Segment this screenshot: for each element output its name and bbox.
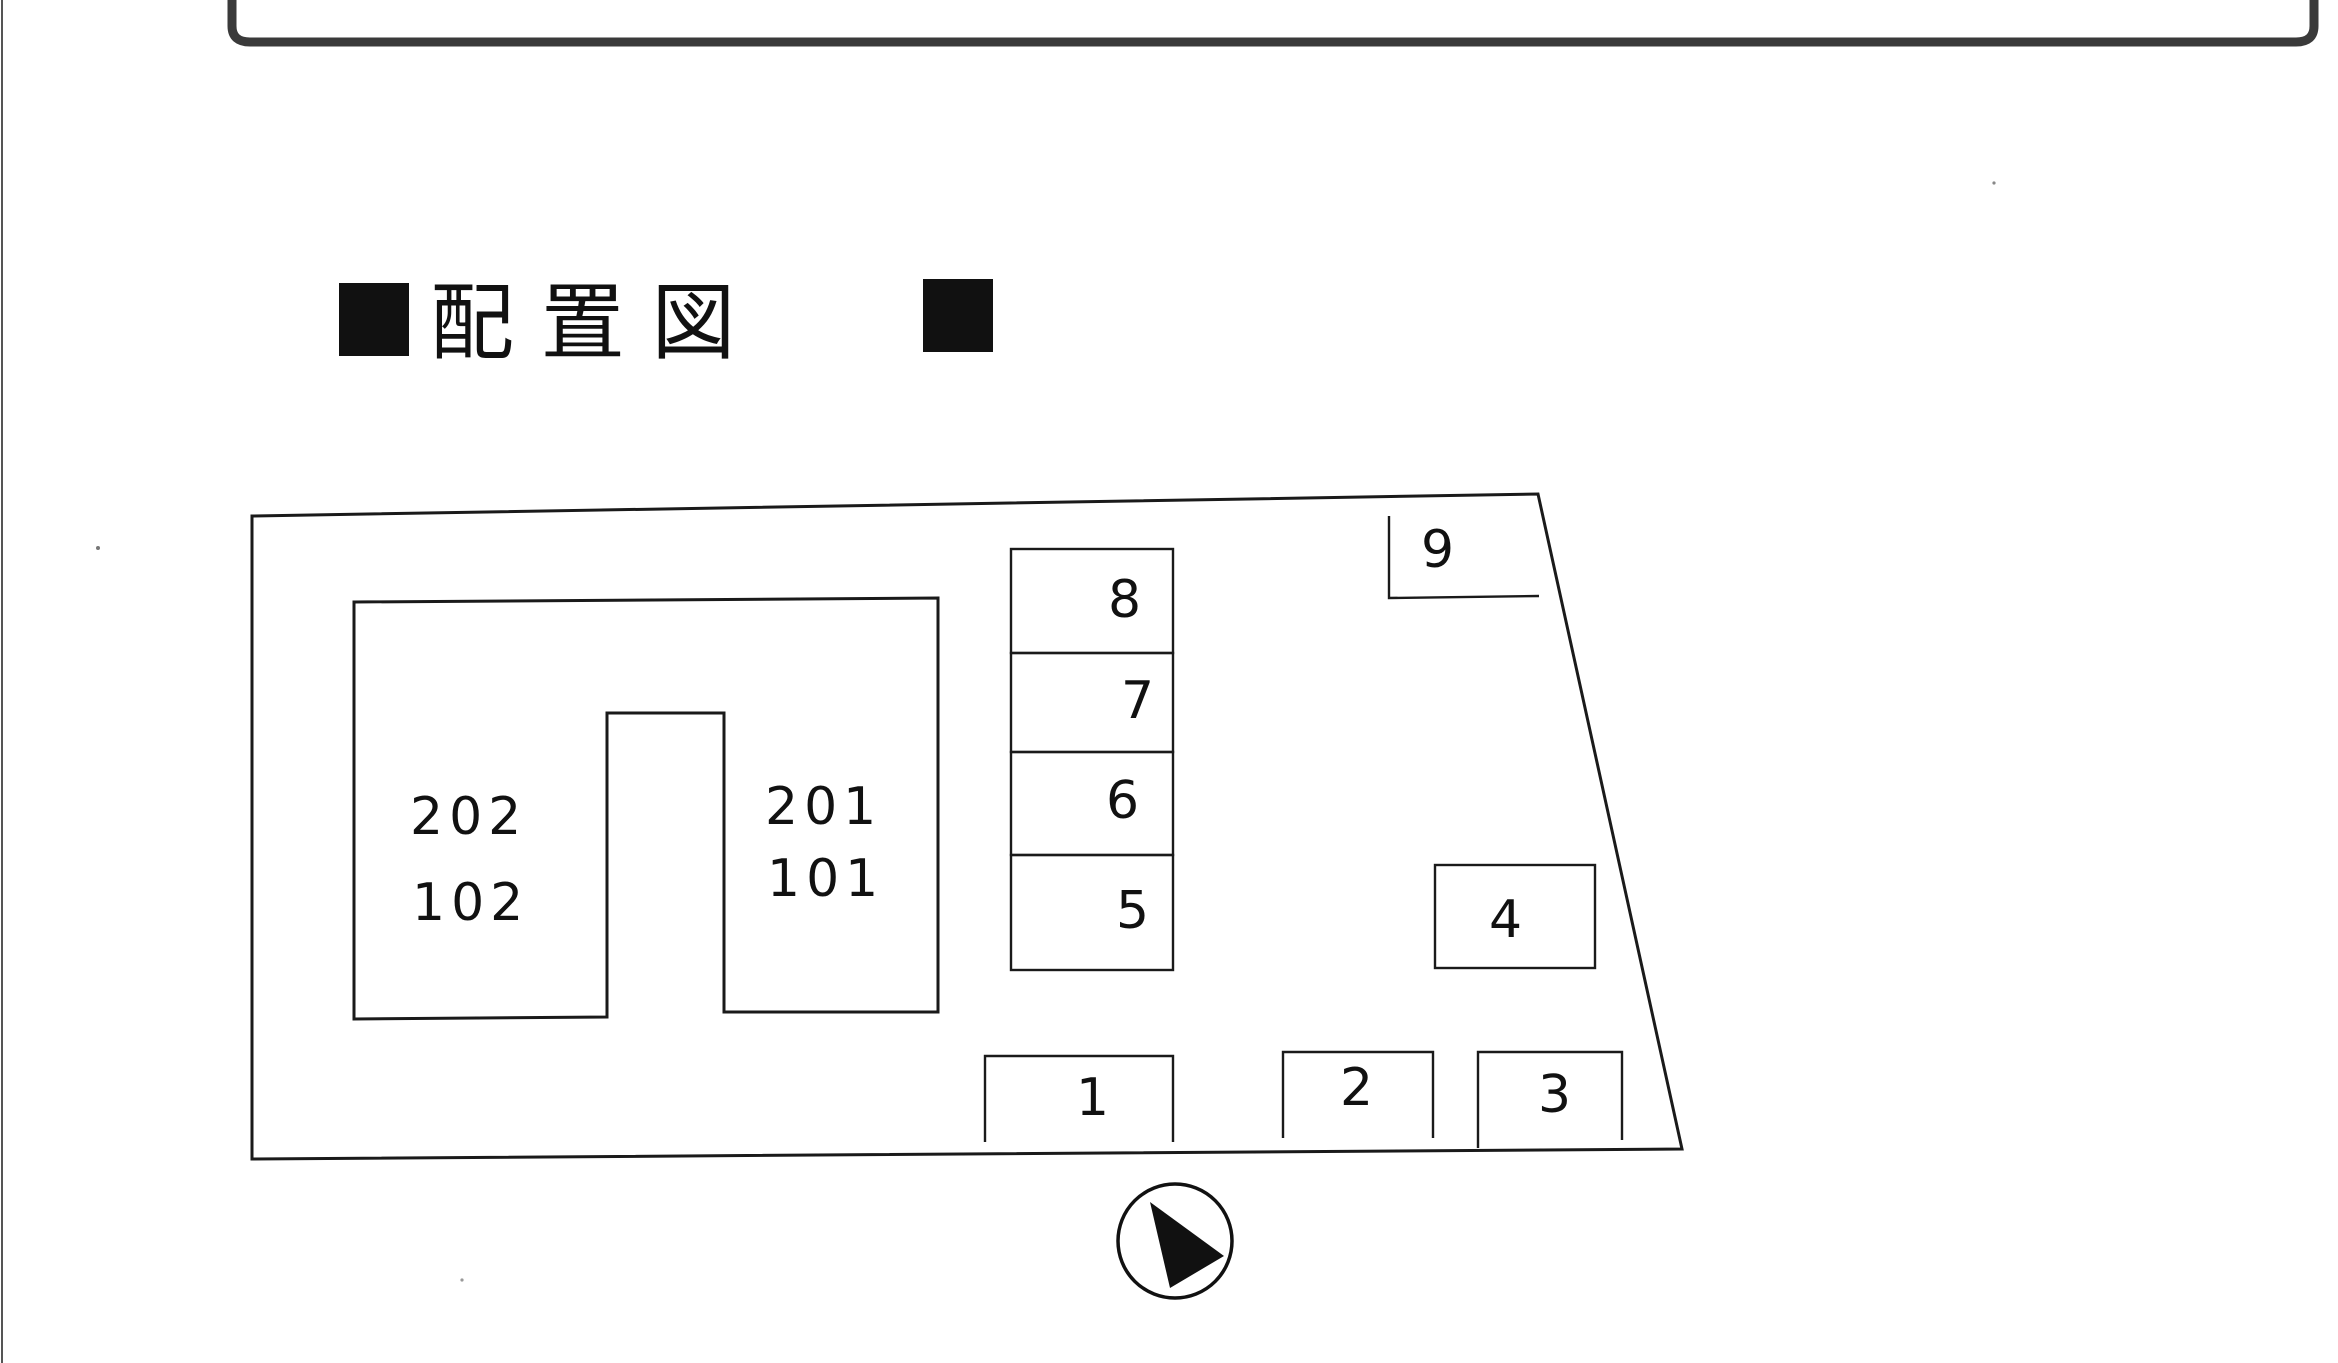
parking-label-6: 6 xyxy=(1106,771,1139,831)
parking-label-2: 2 xyxy=(1340,1058,1373,1118)
parking-space-9 xyxy=(1387,516,1540,600)
title: 配 置 図 xyxy=(339,274,993,372)
parking-label-3: 3 xyxy=(1538,1065,1571,1125)
parking-label-8: 8 xyxy=(1108,570,1141,630)
parking-space-4 xyxy=(1433,863,1597,970)
unit-label-201: 201 xyxy=(765,777,882,837)
parking-label-1: 1 xyxy=(1076,1068,1109,1128)
parking-space-1 xyxy=(983,1054,1175,1142)
title-bullet-right xyxy=(923,279,993,352)
parking-space-5 xyxy=(1009,853,1175,972)
scan-speck xyxy=(1992,181,1996,185)
site-boundary xyxy=(250,492,1684,1161)
title-text: 配 置 図 xyxy=(430,274,735,372)
scan-speck xyxy=(460,1278,464,1282)
parking-label-9: 9 xyxy=(1421,520,1454,580)
top-frame-border xyxy=(227,0,2319,47)
unit-label-202: 202 xyxy=(410,787,527,847)
compass-circle xyxy=(1116,1182,1234,1300)
parking-space-2 xyxy=(1281,1050,1435,1138)
title-bullet-left xyxy=(339,283,409,356)
parking-label-5: 5 xyxy=(1116,881,1149,941)
unit-label-101: 101 xyxy=(767,849,884,909)
parking-space-3 xyxy=(1476,1050,1624,1148)
parking-space-6 xyxy=(1009,750,1175,857)
building xyxy=(352,596,940,1021)
parking-label-7: 7 xyxy=(1121,671,1154,731)
compass-pointer xyxy=(1150,1202,1224,1288)
unit-label-102: 102 xyxy=(412,873,529,933)
parking-label-4: 4 xyxy=(1489,890,1522,950)
parking-space-8 xyxy=(1009,547,1175,655)
north-arrow-icon xyxy=(1116,1182,1234,1300)
scan-speck xyxy=(96,546,100,550)
